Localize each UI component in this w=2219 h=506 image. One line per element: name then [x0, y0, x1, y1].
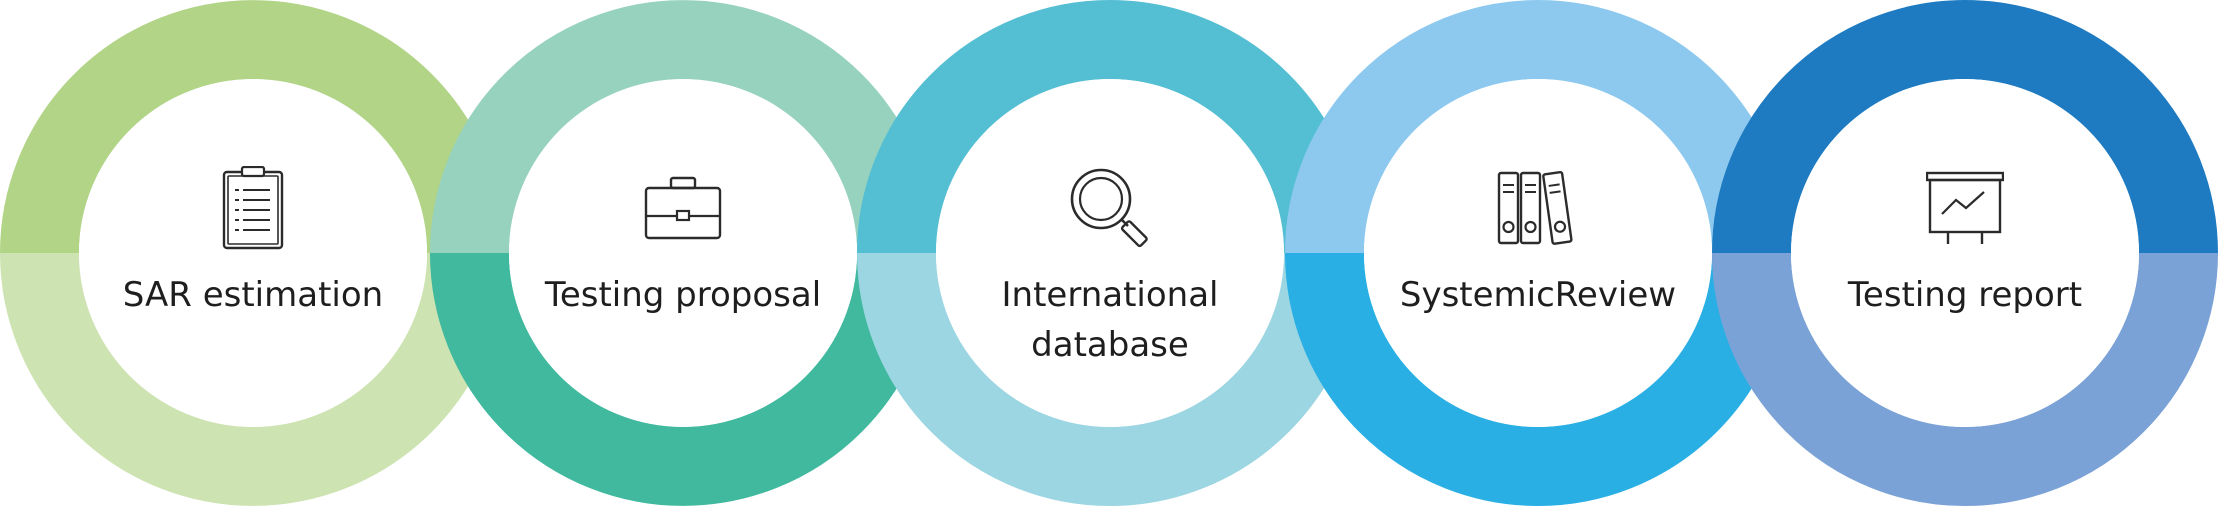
ring-top-half	[0, 0, 506, 254]
briefcase-icon	[643, 176, 723, 244]
magnifier-icon	[1069, 167, 1151, 253]
step-label: SystemicReview	[1358, 270, 1718, 320]
ring-inner-disc	[509, 79, 857, 427]
step-label-line: SAR estimation	[122, 275, 384, 315]
step-label-line: database	[1031, 325, 1189, 365]
ring-bottom-half	[1712, 252, 2218, 506]
ring-bottom-half	[857, 252, 1363, 506]
ring-bottom-half	[0, 252, 506, 506]
ring-bottom-half	[1285, 252, 1791, 506]
step-label: International database	[930, 270, 1290, 370]
ring-4	[1285, 0, 1791, 506]
ring-top-half	[430, 0, 936, 254]
ring-1	[0, 0, 506, 506]
step-label-line: International	[1001, 275, 1219, 315]
ring-top-half	[1285, 0, 1791, 254]
ring-2	[430, 0, 936, 506]
ring-3	[857, 0, 1363, 506]
ring-bottom-half	[430, 252, 936, 506]
presentation-board-icon	[1925, 170, 2005, 250]
ring-inner-disc	[936, 79, 1284, 427]
ring-inner-disc	[1364, 79, 1712, 427]
ring-top-half	[857, 0, 1363, 254]
clipboard-icon	[220, 165, 286, 254]
ring-inner-disc	[79, 79, 427, 427]
ring-top-half	[1712, 0, 2218, 254]
step-label: SAR estimation	[73, 270, 433, 320]
step-label-line: Testing report	[1847, 275, 2083, 315]
ring-5	[1712, 0, 2218, 506]
step-label-line: SystemicReview	[1399, 275, 1677, 315]
binders-icon	[1497, 169, 1579, 251]
step-label-line: Testing proposal	[544, 275, 822, 315]
ring-inner-disc	[1791, 79, 2139, 427]
step-label: Testing report	[1785, 270, 2145, 320]
step-label: Testing proposal	[503, 270, 863, 320]
